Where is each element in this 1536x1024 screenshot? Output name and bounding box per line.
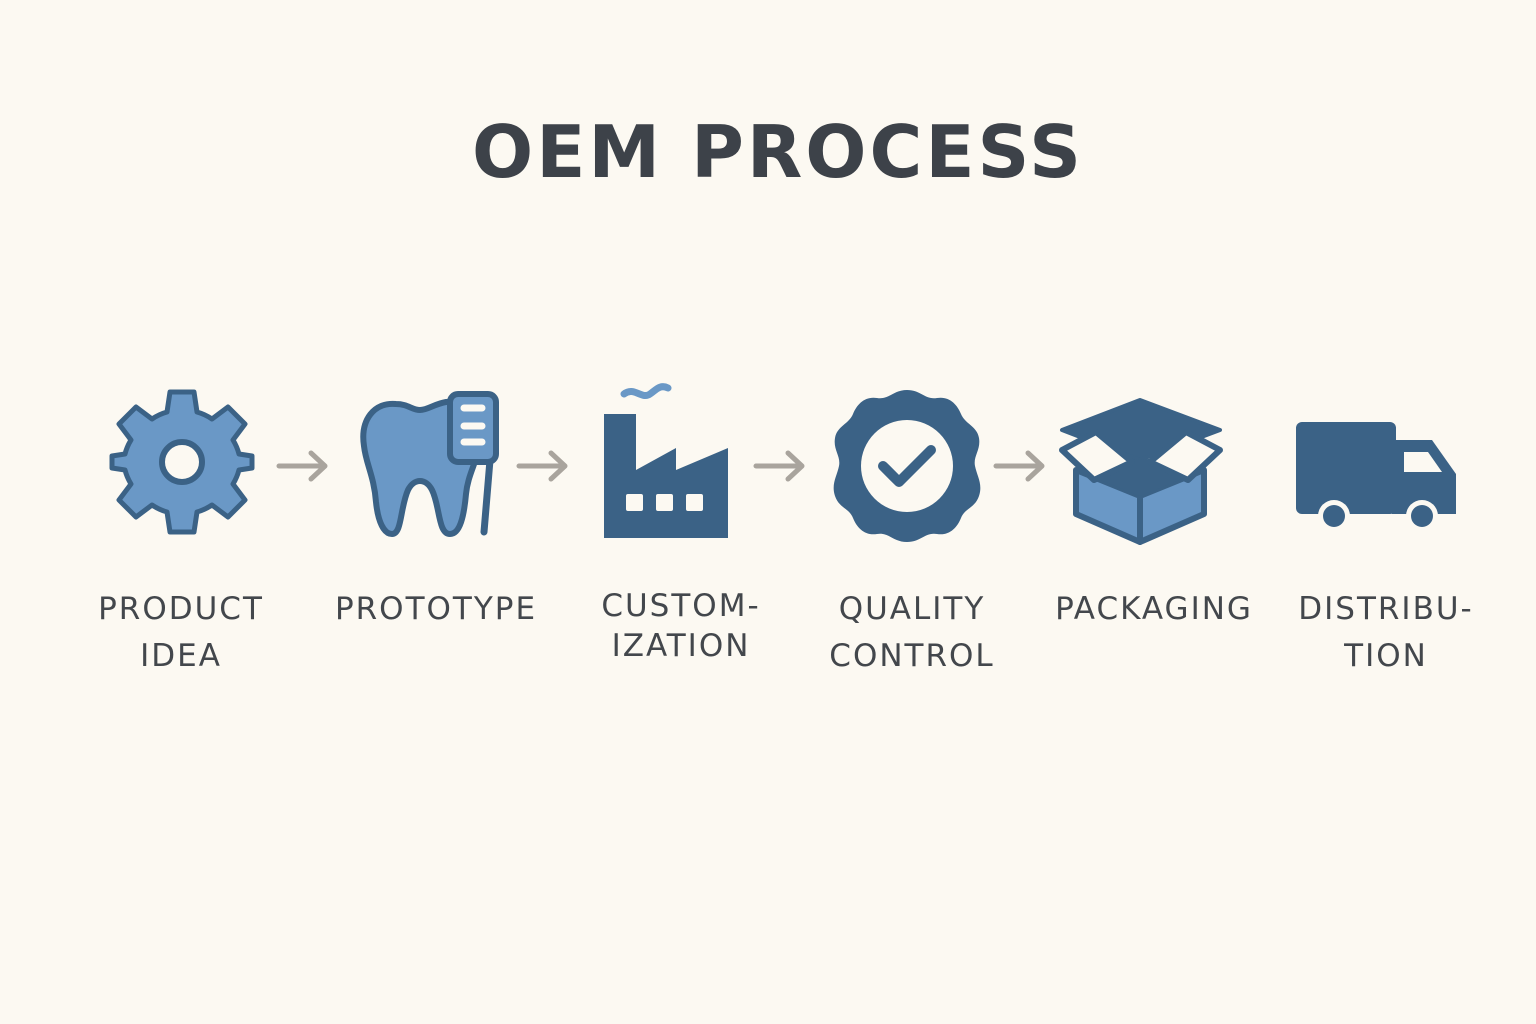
arrow-right-icon — [753, 450, 805, 482]
step-label-quality-control: QUALITY CONTROL — [829, 591, 995, 674]
gear-icon — [109, 389, 255, 535]
step-label-prototype: PROTOTYPE — [334, 591, 538, 627]
step-label-packaging: PACKAGING — [1055, 591, 1253, 627]
page-title: OEM PROCESS — [471, 110, 1085, 194]
arrow-right-icon — [516, 450, 568, 482]
step-label-product-idea: PRODUCT IDEA — [98, 591, 264, 674]
badge-check-icon — [833, 390, 981, 542]
arrow-right-icon — [993, 450, 1045, 482]
tooth-toothbrush-icon — [360, 391, 499, 537]
truck-icon — [1296, 422, 1456, 532]
open-box-icon — [1059, 398, 1223, 545]
step-label-customization: CUSTOM- IZATION — [601, 588, 761, 664]
step-label-distribution: DISTRIBU- TION — [1298, 591, 1474, 674]
factory-icon — [604, 383, 728, 538]
arrow-right-icon — [276, 450, 328, 482]
